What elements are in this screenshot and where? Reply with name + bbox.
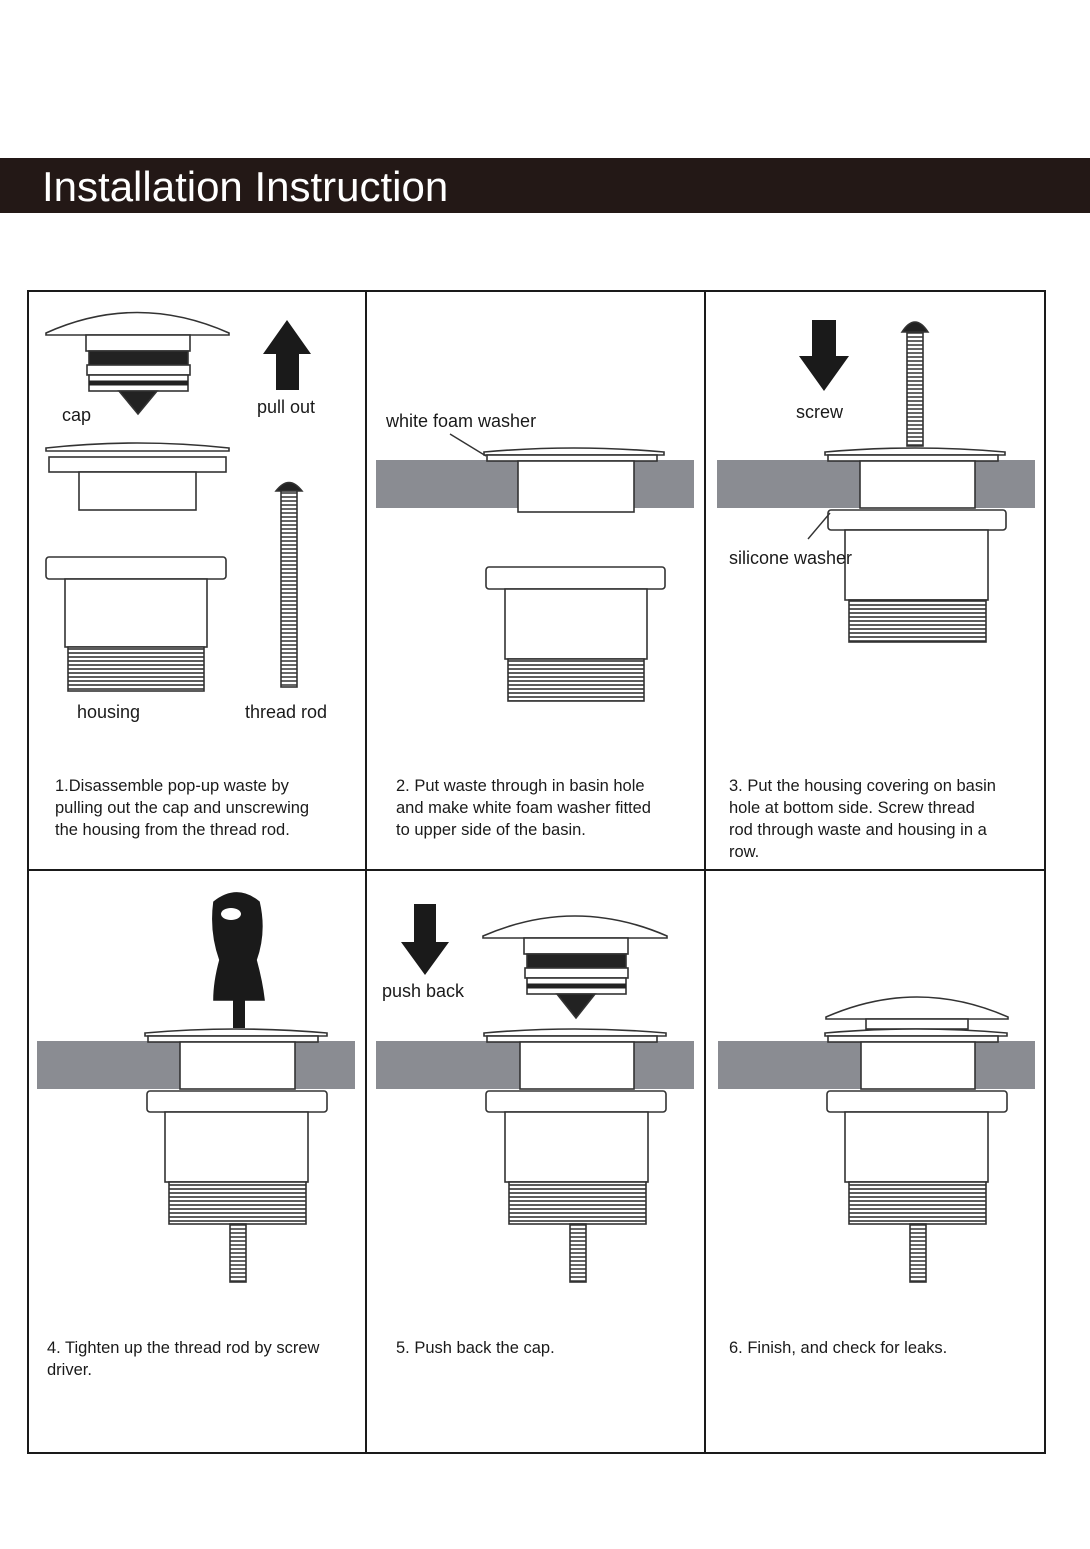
label-housing: housing xyxy=(77,702,141,722)
label-pull-out: pull out xyxy=(257,397,316,417)
basin-left xyxy=(717,460,860,508)
basin-right xyxy=(975,1041,1035,1089)
housing-4 xyxy=(146,1090,328,1283)
step-2-text: 2. Put waste through in basin hole and m… xyxy=(396,777,651,839)
label-push-back: push back xyxy=(382,981,465,1001)
cap-part-5 xyxy=(482,915,668,1020)
step-1-text: 1.Disassemble pop-up waste by pulling ou… xyxy=(55,777,310,839)
waste-body-in-basin xyxy=(483,447,665,513)
step-6-text: 6. Finish, and check for leaks. xyxy=(729,1339,948,1357)
screw-arrow-icon xyxy=(799,320,849,391)
housing-5 xyxy=(485,1090,667,1283)
waste-body-part xyxy=(45,442,230,511)
basin-left xyxy=(376,1041,520,1089)
label-screw: screw xyxy=(796,402,844,422)
basin-left xyxy=(37,1041,180,1089)
thread-rod-3 xyxy=(900,321,930,447)
basin-right xyxy=(295,1041,355,1089)
silicone-washer-leader xyxy=(807,512,831,540)
step-5-text: 5. Push back the cap. xyxy=(396,1339,555,1357)
step-4-text: 4. Tighten up the thread rod by screw dr… xyxy=(47,1339,320,1379)
finished-waste xyxy=(824,996,1009,1283)
housing-part-2 xyxy=(485,566,666,702)
label-thread-rod: thread rod xyxy=(245,702,328,722)
basin-right xyxy=(634,1041,694,1089)
waste-body-5 xyxy=(483,1028,667,1090)
title-bar: Installation Instruction xyxy=(0,158,1090,213)
basin-left xyxy=(718,1041,861,1089)
cap-part xyxy=(45,311,230,416)
push-back-arrow-icon xyxy=(401,904,449,975)
grid-divider-vertical-2 xyxy=(704,290,706,1454)
page-title: Installation Instruction xyxy=(42,163,449,210)
basin-left xyxy=(376,460,518,508)
basin-right xyxy=(634,460,694,508)
basin-right xyxy=(975,460,1035,508)
step-3-text: 3. Put the housing covering on basin hol… xyxy=(729,777,996,861)
waste-body-4 xyxy=(144,1028,328,1090)
waste-body-3 xyxy=(824,447,1006,509)
screwdriver-icon xyxy=(212,892,265,1028)
thread-rod-part xyxy=(274,481,304,688)
label-cap: cap xyxy=(62,405,92,425)
instruction-grid xyxy=(27,290,1046,1454)
label-silicone-washer: silicone washer xyxy=(729,548,853,568)
pull-out-arrow-icon xyxy=(263,320,311,390)
grid-divider-horizontal xyxy=(27,869,1046,871)
grid-divider-vertical-1 xyxy=(365,290,367,1454)
label-white-foam-washer: white foam washer xyxy=(386,411,537,431)
housing-3 xyxy=(827,509,1007,643)
white-foam-washer-leader xyxy=(449,433,487,457)
housing-part xyxy=(45,556,227,692)
